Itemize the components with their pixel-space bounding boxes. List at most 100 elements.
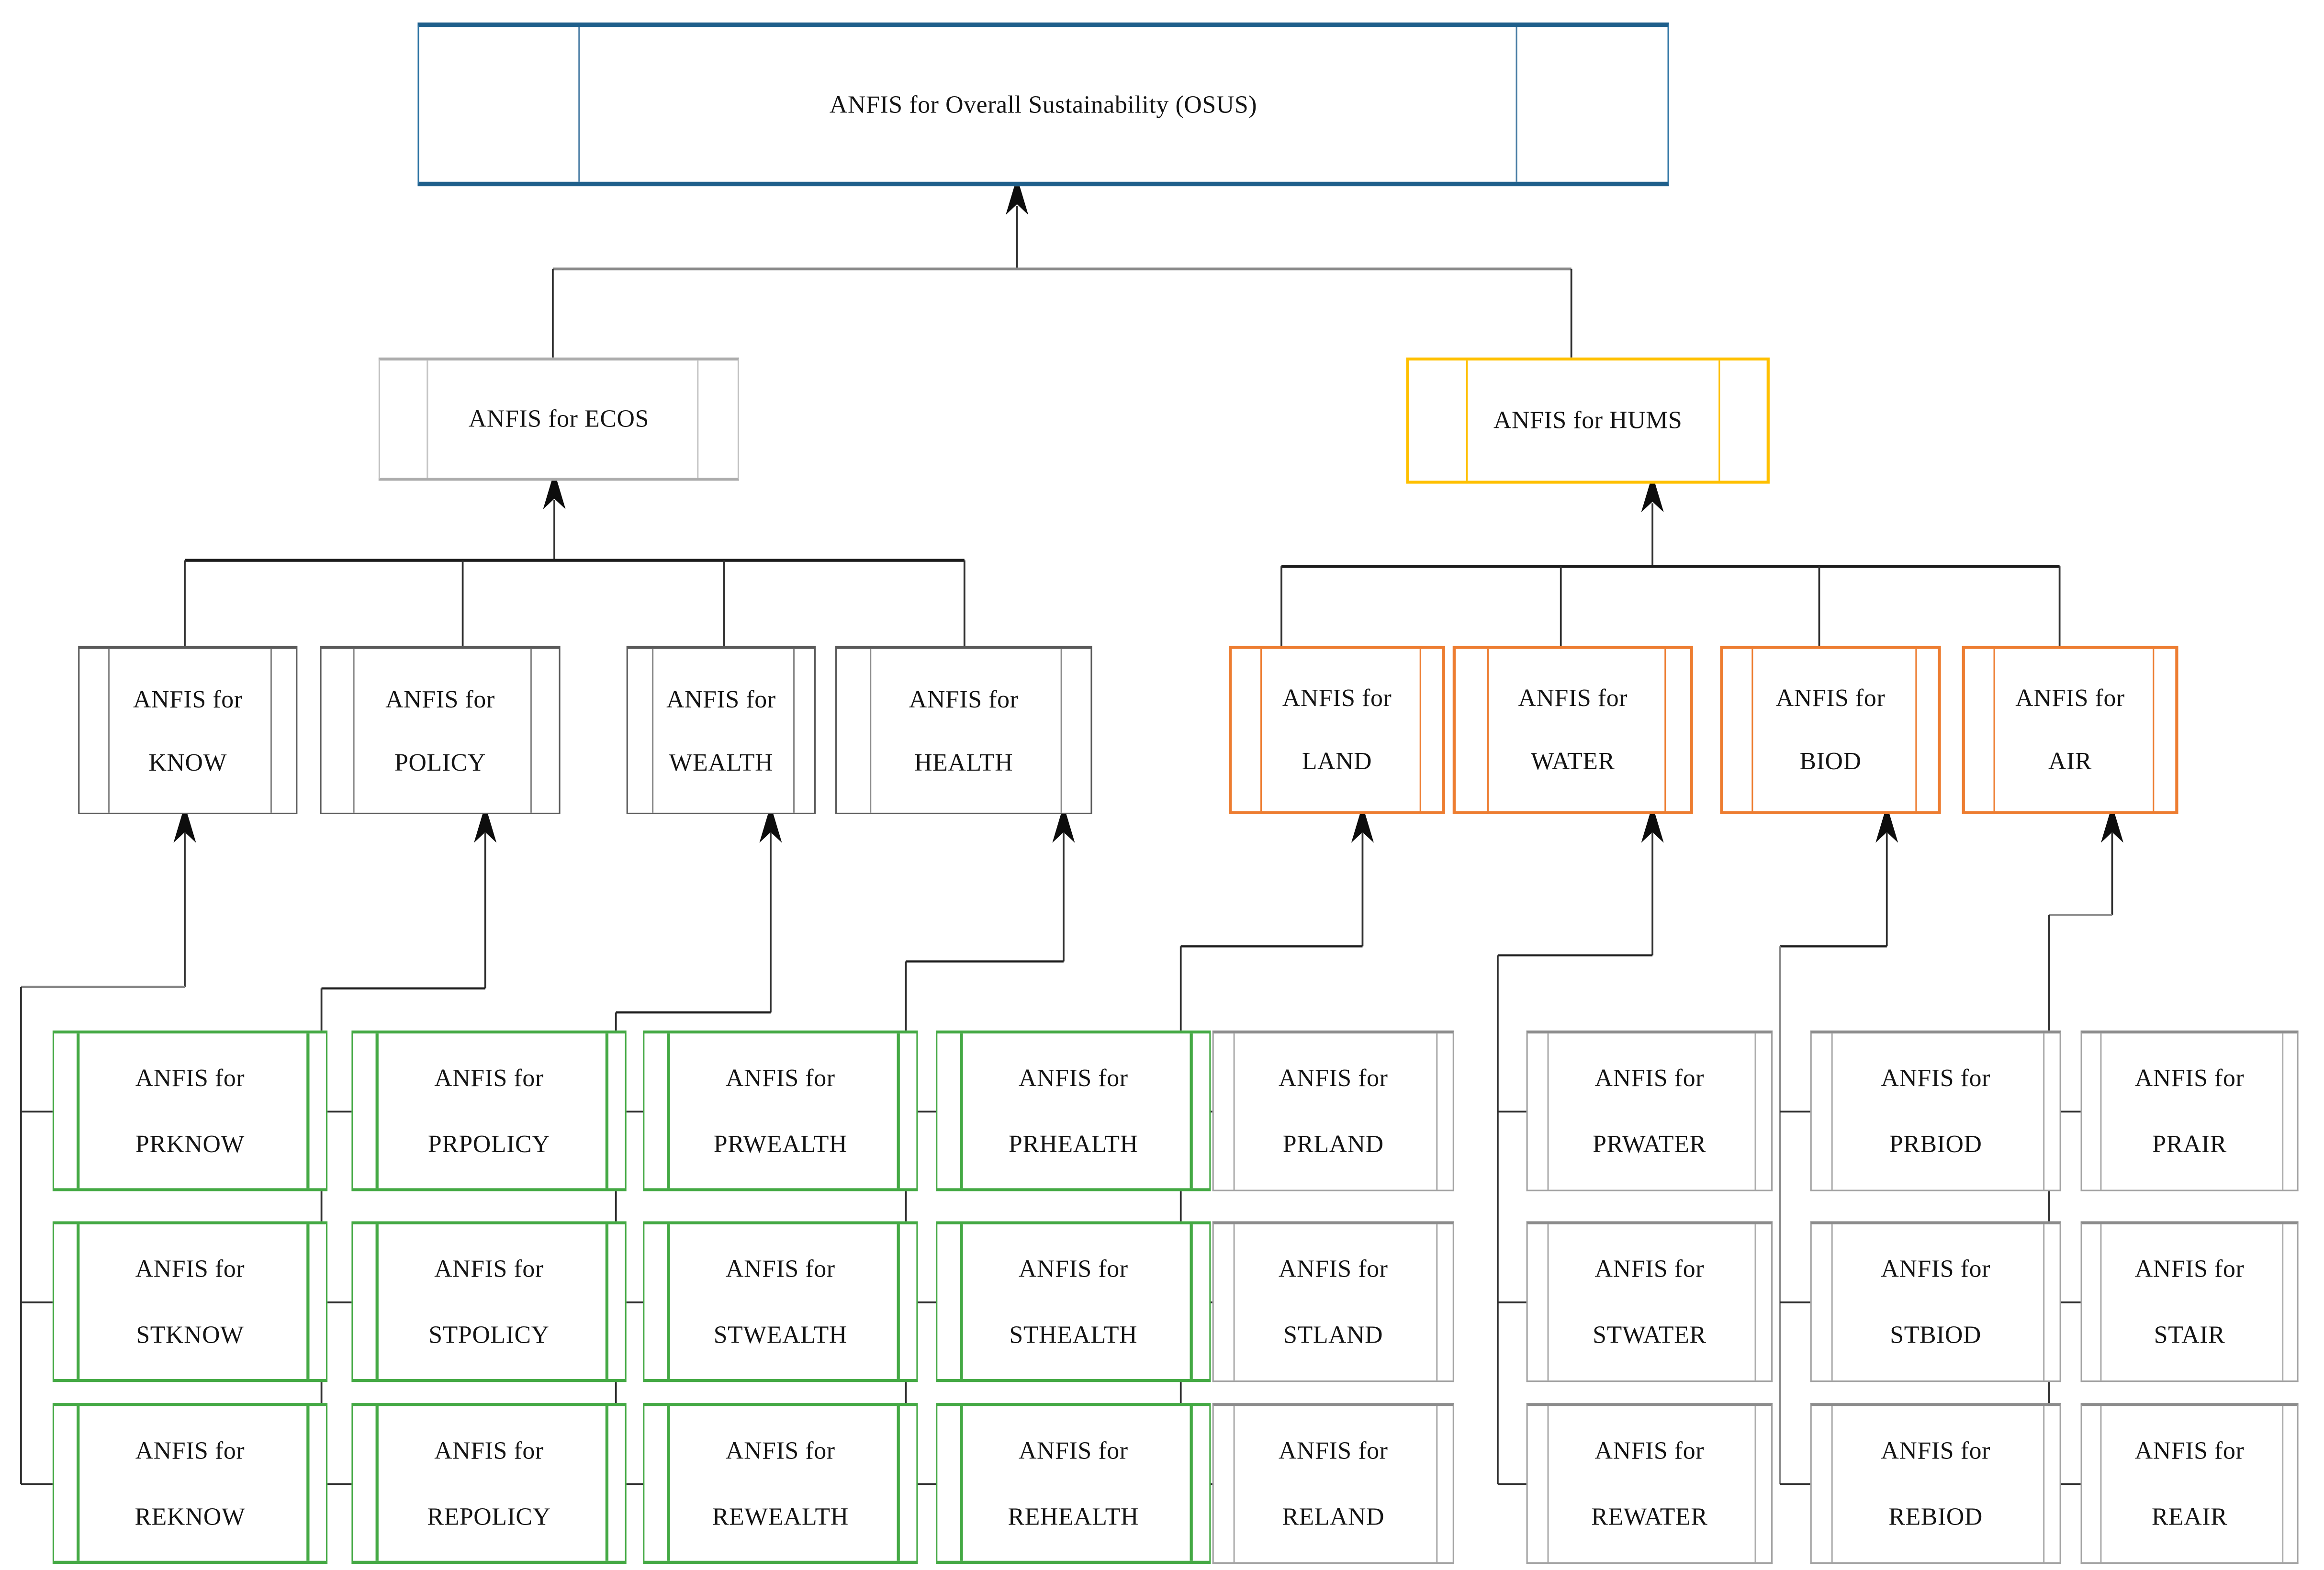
cell-divider-left [652, 649, 654, 813]
node-stbiod-label-line1: ANFIS for [1881, 1254, 1991, 1283]
cell-divider-left [427, 360, 428, 478]
cell-divider-right [1718, 360, 1720, 481]
node-prbiod-label-line2: PRBIOD [1889, 1130, 1982, 1158]
node-prwealth-label-line1: ANFIS for [726, 1063, 835, 1091]
node-prair-label-line1: ANFIS for [2134, 1063, 2245, 1092]
cell-divider-right [605, 1406, 608, 1561]
cell-divider-left [108, 649, 110, 813]
node-osus-label: ANFIS for Overall Sustainability (OSUS) [419, 27, 1668, 181]
node-stpolicy-label-line2: STPOLICY [428, 1319, 550, 1348]
node-air-label-line2: AIR [2048, 746, 2092, 775]
node-prpolicy-label-line2: PRPOLICY [427, 1129, 550, 1158]
node-osus-label-line1: ANFIS for Overall Sustainability (OSUS) [829, 89, 1257, 118]
cell-divider-right [2282, 1224, 2284, 1381]
cell-divider-left [1547, 1033, 1549, 1190]
node-ecos: ANFIS for ECOS [378, 357, 740, 481]
node-air-label-line1: ANFIS for [2015, 683, 2125, 712]
cell-divider-left [1233, 1033, 1235, 1190]
node-prbiod-label-line1: ANFIS for [1881, 1063, 1991, 1092]
node-rewealth-label-line2: REWEALTH [712, 1501, 849, 1530]
node-stwater-label-line2: STWATER [1593, 1320, 1707, 1349]
node-prknow-label-line2: PRKNOW [135, 1129, 245, 1158]
node-know-label-line1: ANFIS for [133, 684, 243, 713]
node-land-label-line2: LAND [1302, 746, 1372, 775]
node-prwealth-label-line2: PRWEALTH [713, 1129, 848, 1158]
node-stbiod-label-line2: STBIOD [1890, 1320, 1982, 1349]
node-policy-label-line1: ANFIS for [385, 684, 495, 713]
node-rewealth-label-line1: ANFIS for [726, 1435, 835, 1464]
cell-divider-left [578, 27, 580, 182]
node-biod-label-line1: ANFIS for [1775, 683, 1886, 712]
cell-divider-left [1547, 1406, 1549, 1562]
node-reland-label-line1: ANFIS for [1278, 1436, 1388, 1465]
cell-divider-right [897, 1033, 899, 1189]
cell-divider-right [1664, 649, 1666, 811]
node-reknow-label-line1: ANFIS for [135, 1435, 245, 1464]
cell-divider-right [1060, 649, 1062, 813]
cell-divider-left [960, 1406, 963, 1561]
node-rewater-label-line1: ANFIS for [1594, 1436, 1705, 1465]
node-wealth-label-line2: WEALTH [669, 747, 774, 776]
cell-divider-right [2282, 1406, 2284, 1562]
cell-divider-left [375, 1224, 378, 1379]
node-reair-label-line2: REAIR [2151, 1502, 2228, 1531]
cell-divider-left [353, 649, 355, 813]
node-rebiod-label-line2: REBIOD [1888, 1502, 1983, 1531]
cell-divider-left [1487, 649, 1489, 811]
node-prknow-label-line1: ANFIS for [135, 1063, 245, 1091]
cell-divider-left [1466, 360, 1468, 481]
cell-divider-right [2282, 1033, 2284, 1190]
node-prpolicy-label-line1: ANFIS for [434, 1063, 544, 1091]
cell-divider-right [1190, 1406, 1192, 1561]
cell-divider-right [1419, 649, 1421, 811]
node-reland-label-line2: RELAND [1282, 1502, 1385, 1531]
node-health-label-line1: ANFIS for [909, 684, 1019, 713]
cell-divider-right [697, 360, 699, 478]
node-stwater-label-line1: ANFIS for [1594, 1254, 1705, 1283]
cell-divider-right [1915, 649, 1917, 811]
cell-divider-left [77, 1033, 79, 1189]
node-water-label-line1: ANFIS for [1518, 683, 1628, 712]
node-prland-label-line2: PRLAND [1282, 1130, 1384, 1158]
node-ecos-label: ANFIS for ECOS [380, 360, 738, 478]
cell-divider-right [1754, 1033, 1756, 1190]
node-ecos-label-line1: ANFIS for ECOS [468, 404, 649, 433]
cell-divider-right [2153, 649, 2155, 811]
cell-divider-right [605, 1224, 608, 1379]
node-rebiod-label-line1: ANFIS for [1881, 1436, 1991, 1465]
cell-divider-right [1190, 1033, 1192, 1189]
cell-divider-right [1754, 1224, 1756, 1381]
node-stknow-label-line2: STKNOW [136, 1319, 244, 1348]
